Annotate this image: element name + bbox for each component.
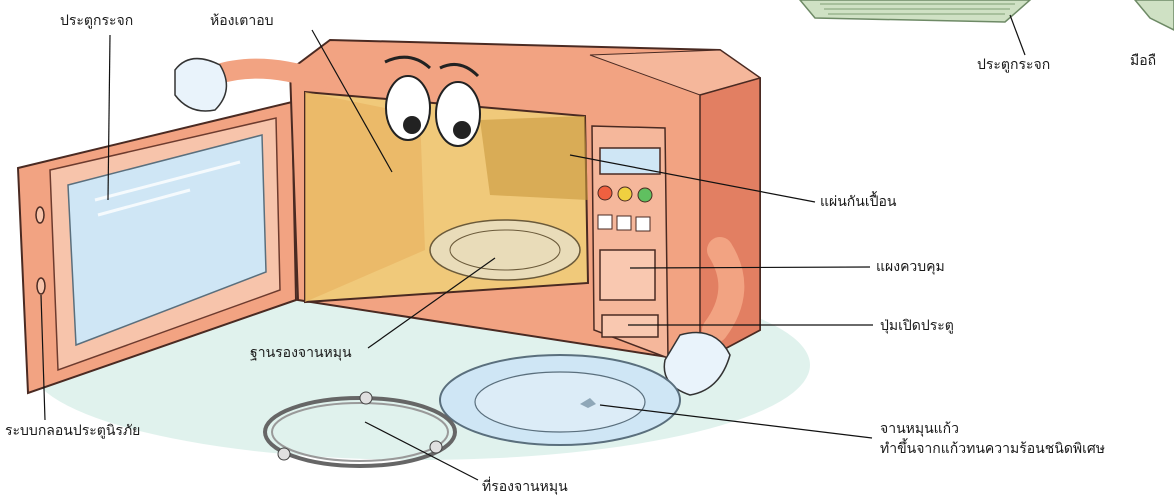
- latch-top: [36, 207, 44, 223]
- label-glass-door-inset: ประตูกระจก: [977, 56, 1050, 74]
- label-splash-guard: แผ่นกันเปื้อน: [820, 193, 897, 211]
- label-door-open-button: ปุ่มเปิดประตู: [880, 317, 954, 335]
- label-turntable-ring: ที่รองจานหมุน: [482, 478, 568, 496]
- label-handle-inset: มือถื: [1130, 52, 1156, 70]
- glass-turntable-plate: [440, 355, 680, 445]
- leader-inset-door: [1010, 15, 1025, 55]
- label-control-panel: แผงควบคุม: [876, 258, 945, 276]
- inset-door-picture: [800, 0, 1174, 30]
- label-oven-cavity: ห้องเตาอบ: [210, 12, 274, 30]
- label-turntable-support: ฐานรองจานหมุน: [250, 344, 352, 362]
- label-safety-door-latch: ระบบกลอนประตูนิรภัย: [5, 422, 140, 440]
- latch-bottom: [37, 278, 45, 294]
- label-glass-turntable: จานหมุนแก้ว: [880, 420, 959, 438]
- turntable-in-cavity: [430, 220, 580, 280]
- label-glass-turntable-note: ทำขึ้นจากแก้วทนความร้อนชนิดพิเศษ: [880, 440, 1105, 458]
- label-glass-door: ประตูกระจก: [60, 12, 133, 30]
